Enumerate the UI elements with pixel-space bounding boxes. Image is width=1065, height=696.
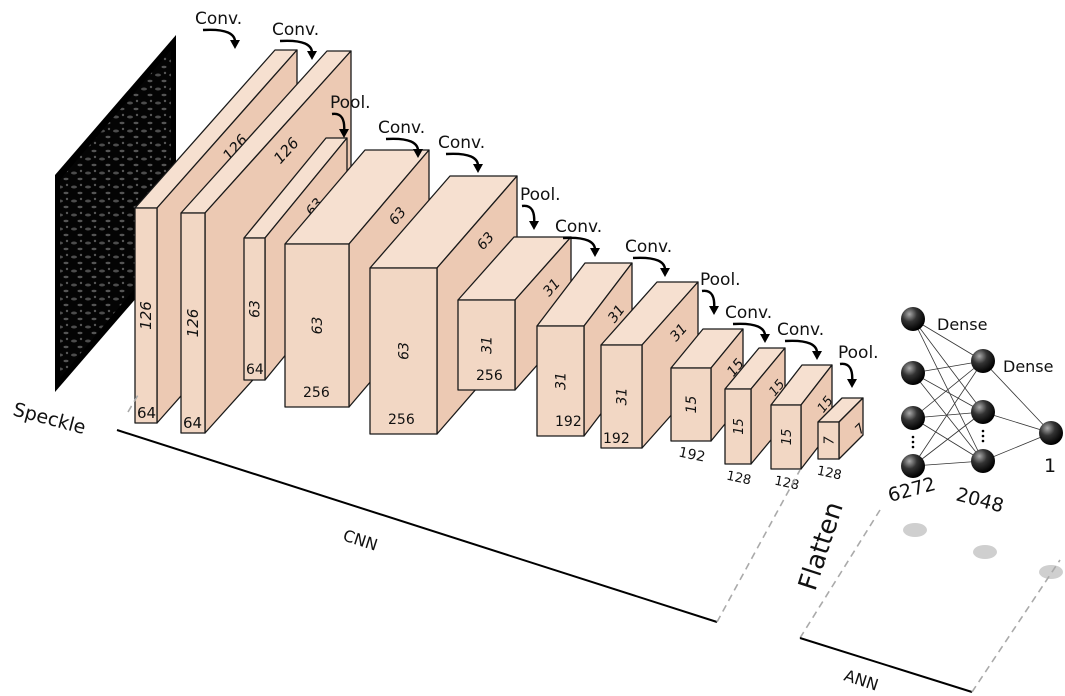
ann-layer-count: 6272 — [886, 473, 938, 507]
ellipsis-dot — [982, 440, 985, 443]
cnn-label: CNN — [341, 526, 380, 555]
block-height-label: 15 — [732, 418, 747, 435]
ellipsis-dot — [912, 446, 915, 449]
operation-label: Conv. — [555, 217, 602, 237]
operation: Conv. — [195, 9, 242, 49]
ellipsis-dot — [982, 430, 985, 433]
block-height-label: 31 — [554, 372, 570, 390]
ann-label: ANN — [842, 666, 881, 695]
operation-label: Conv. — [625, 237, 672, 257]
ann-axis-line — [800, 638, 972, 692]
block-channels-label: 256 — [388, 412, 415, 428]
speckle-label: Speckle — [11, 399, 88, 439]
block-height-label: 126 — [137, 301, 155, 330]
neuron-shadow — [903, 523, 927, 537]
block-channels-label: 128 — [816, 464, 843, 484]
neuron-node — [901, 361, 925, 385]
neuron-node — [971, 400, 995, 424]
arrow-head-icon — [847, 379, 857, 388]
block-height-label: 15 — [684, 396, 700, 414]
operation-arrow — [203, 30, 235, 44]
block-height-label: 126 — [184, 309, 202, 338]
block-height-label: 7 — [823, 436, 838, 445]
arrow-head-icon — [660, 268, 670, 277]
ann-layer-count: 1 — [1044, 455, 1056, 477]
ann-connections — [913, 319, 1051, 466]
operation-arrow — [633, 258, 665, 272]
arrow-head-icon — [590, 248, 600, 257]
ann-axis-dash — [972, 560, 1060, 692]
block-channels-label: 128 — [725, 469, 752, 489]
operation: Pool. — [838, 343, 879, 388]
neuron-shadow — [1039, 565, 1063, 579]
arrow-head-icon — [473, 164, 483, 173]
ann-layer-count: 2048 — [954, 484, 1006, 518]
neuron-node — [971, 449, 995, 473]
arrow-head-icon — [307, 51, 317, 60]
block-height-label: 63 — [248, 300, 264, 318]
connection-line — [913, 373, 983, 412]
operation-label: Conv. — [777, 320, 824, 340]
operation-label: Conv. — [272, 20, 319, 40]
arrow-head-icon — [812, 351, 822, 360]
block-height-label: 31 — [615, 388, 631, 406]
operation-label: Pool. — [330, 93, 371, 113]
block-channels-label: 192 — [555, 414, 582, 430]
block-channels-label: 64 — [246, 362, 264, 378]
ellipsis-dot — [912, 436, 915, 439]
operation-label: Pool. — [700, 270, 741, 290]
operation-label: Pool. — [838, 343, 879, 363]
block-channels-label: 192 — [603, 431, 630, 447]
operation-arrow — [446, 154, 478, 168]
block-channels-label: 256 — [303, 385, 330, 401]
block-height-label: 63 — [310, 317, 326, 335]
arrow-head-icon — [230, 40, 240, 49]
neuron-node — [901, 454, 925, 478]
block-channels-label: 64 — [183, 414, 202, 432]
neuron-node — [901, 307, 925, 331]
neuron-shadow — [973, 545, 997, 559]
neuron-node — [971, 349, 995, 373]
block-height-label: 15 — [780, 429, 795, 446]
flatten-label: Flatten — [793, 498, 850, 594]
block-channels-label: 128 — [773, 474, 800, 494]
block-height-label: 31 — [480, 336, 496, 354]
block-channels-label: 256 — [476, 368, 503, 384]
neuron-node — [901, 406, 925, 430]
block-channels-label: 64 — [137, 404, 156, 422]
operation-arrow — [785, 341, 817, 355]
cnn-axis-line — [117, 430, 717, 622]
operation-label: Conv. — [378, 118, 425, 138]
block-height-label: 63 — [397, 342, 413, 360]
operation-label: Pool. — [520, 185, 561, 205]
cnn-blocks: 1261266412612664636364636325663632563131… — [135, 50, 869, 493]
ellipsis-dot — [982, 435, 985, 438]
neuron-node — [1039, 421, 1063, 445]
cnn-axis-dash — [717, 470, 800, 622]
arrow-head-icon — [760, 334, 770, 343]
ann-layer-name: Dense — [937, 315, 987, 334]
operation-label: Conv. — [725, 303, 772, 323]
ellipsis-dot — [912, 441, 915, 444]
operation: Conv. — [438, 133, 485, 173]
arrow-head-icon — [529, 221, 539, 230]
block-channels-label: 192 — [677, 444, 706, 465]
operation-label: Conv. — [195, 9, 242, 29]
operation-label: Conv. — [438, 133, 485, 153]
arrow-head-icon — [709, 306, 719, 315]
ann-layer-name: Dense — [1003, 357, 1053, 376]
